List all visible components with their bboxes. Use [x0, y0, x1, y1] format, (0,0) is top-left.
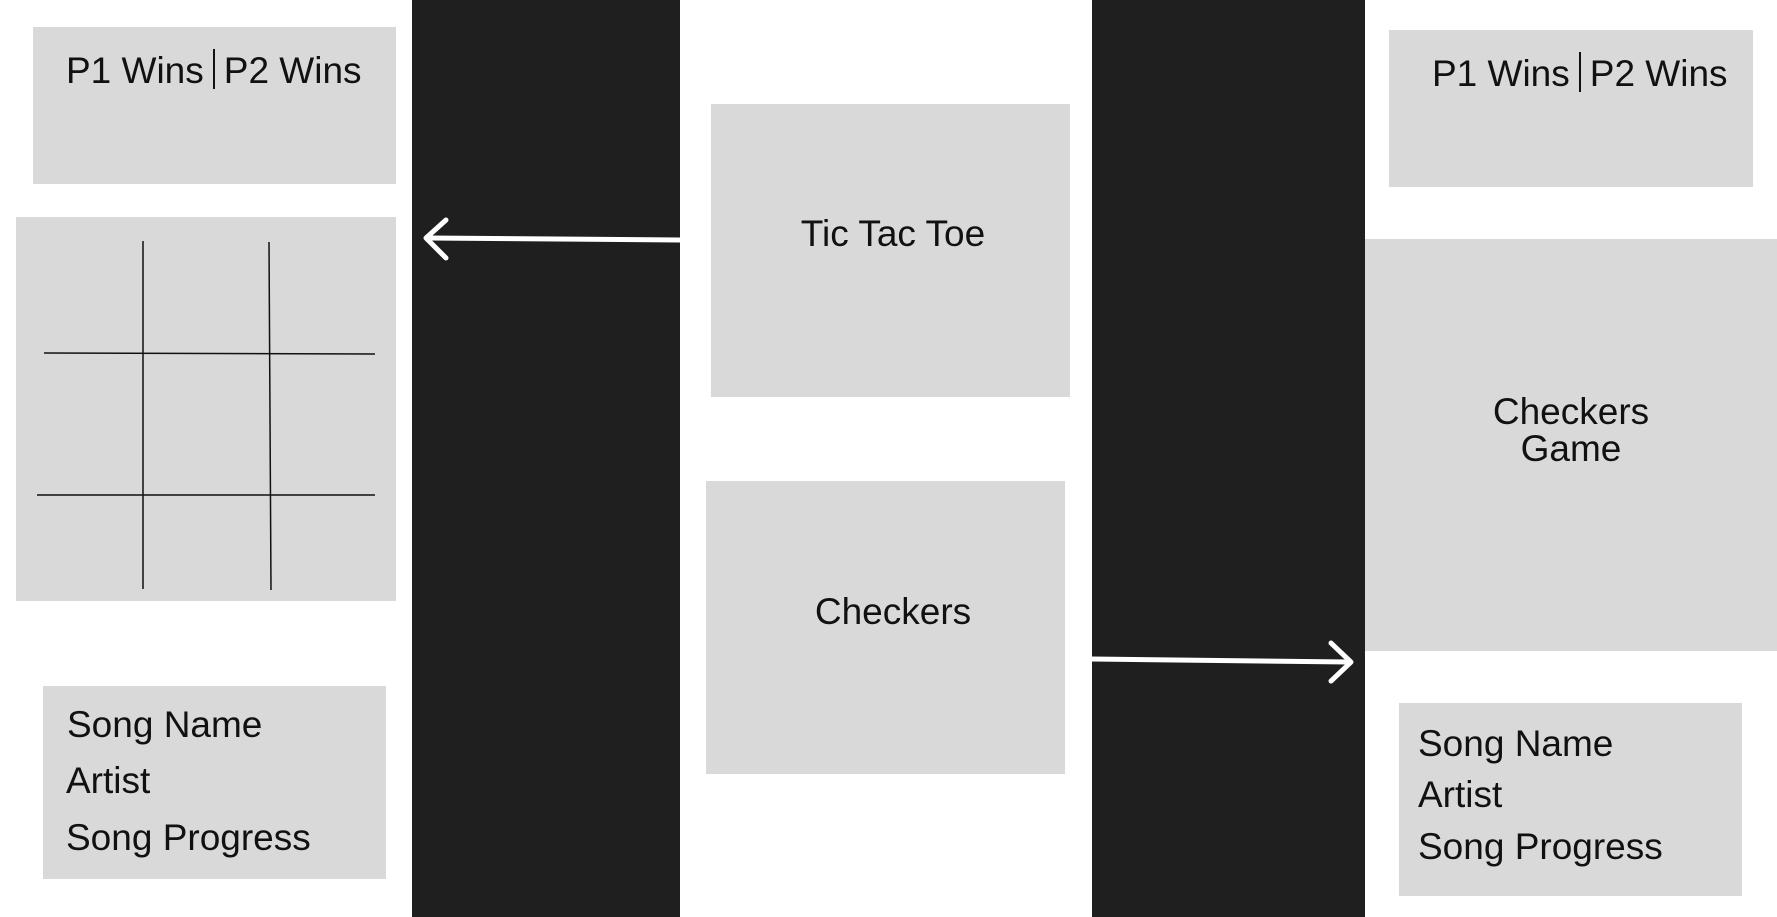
tic-tac-toe-label: Tic Tac Toe	[800, 212, 986, 254]
right-song-progress: Song Progress	[1418, 826, 1663, 867]
score-separator	[1578, 52, 1581, 92]
left-artist: Artist	[66, 760, 151, 801]
right-divider-column	[1092, 0, 1365, 917]
left-divider-column	[412, 0, 680, 917]
checkers-button[interactable]: Checkers	[706, 481, 1065, 774]
right-song-name: Song Name	[1418, 723, 1614, 764]
left-p2-wins: P2 Wins	[223, 50, 362, 91]
right-p1-wins: P1 Wins	[1432, 53, 1570, 94]
grid-line-horizontal-1	[43, 352, 376, 355]
checkers-label: Checkers	[814, 591, 972, 632]
score-separator	[212, 49, 215, 89]
left-song-name: Song Name	[67, 704, 263, 745]
right-p2-wins: P2 Wins	[1589, 53, 1728, 94]
left-song-progress: Song Progress	[66, 817, 311, 858]
tic-tac-toe-button[interactable]: Tic Tac Toe	[711, 104, 1070, 397]
grid-line-vertical-2	[268, 241, 272, 591]
left-music-panel: Song Name Artist Song Progress	[43, 686, 386, 879]
left-scoreboard-panel: P1 Wins P2 Wins	[33, 27, 396, 184]
right-scoreboard-panel: P1 Wins P2 Wins	[1389, 30, 1753, 187]
right-artist: Artist	[1418, 774, 1503, 815]
left-scoreboard-text: P1 Wins P2 Wins	[66, 49, 362, 92]
left-p1-wins: P1 Wins	[66, 50, 204, 91]
right-music-panel: Song Name Artist Song Progress	[1399, 703, 1742, 896]
tic-tac-toe-grid	[37, 241, 376, 591]
right-scoreboard-text: P1 Wins P2 Wins	[1432, 52, 1728, 95]
checkers-game-label-line2: Game	[1520, 428, 1622, 469]
checkers-game-board[interactable]: Checkers Game	[1365, 239, 1777, 651]
tic-tac-toe-board[interactable]	[16, 217, 396, 601]
checkers-game-label-line1: Checkers	[1492, 391, 1650, 432]
